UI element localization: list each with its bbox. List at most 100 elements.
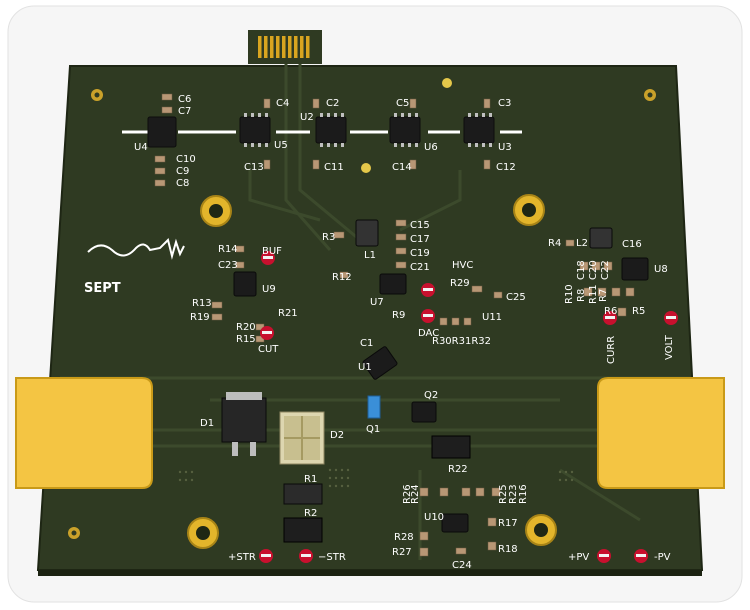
label-dac: DAC <box>418 328 439 339</box>
ref-c20: C20 <box>588 260 599 280</box>
ref-d2: D2 <box>330 430 344 441</box>
ref-r7: R7 <box>598 289 609 302</box>
ref-c11: C11 <box>324 162 344 173</box>
ic-row <box>147 116 495 148</box>
ref-r2: R2 <box>304 508 317 519</box>
ref-r30-r31-r32: R30R31R32 <box>432 336 491 347</box>
label-volt: VOLT <box>664 334 675 360</box>
ref-c9: C9 <box>176 166 189 177</box>
mounting-holes <box>187 194 557 549</box>
ref-c3: C3 <box>498 98 511 109</box>
ref-u1: U1 <box>358 362 372 373</box>
ref-c22: C22 <box>600 260 611 280</box>
ref-c17: C17 <box>410 234 430 245</box>
ref-r22: R22 <box>448 464 468 475</box>
edge-connector <box>248 30 322 64</box>
ref-c19: C19 <box>410 248 430 259</box>
ref-r11: R11 <box>588 284 599 304</box>
ref-u2: U2 <box>300 112 314 123</box>
ref-c6: C6 <box>178 94 191 105</box>
ref-r13: R13 <box>192 298 212 309</box>
ref-l2: L2 <box>576 238 588 249</box>
ref-u7: U7 <box>370 297 384 308</box>
ref-r9: R9 <box>392 310 405 321</box>
ref-u5: U5 <box>274 140 288 151</box>
label-pv-pos: +PV <box>568 552 589 563</box>
ref-u8: U8 <box>654 264 668 275</box>
terminal-pads <box>15 377 725 489</box>
power-components <box>221 392 471 543</box>
ref-r15: R15 <box>236 334 256 345</box>
ref-r19: R19 <box>190 312 210 323</box>
ref-q2: Q2 <box>424 390 438 401</box>
ref-r26: R26 <box>402 484 413 504</box>
ref-r27: R27 <box>392 547 412 558</box>
ref-c18: C18 <box>576 260 587 280</box>
ic-pins <box>244 113 492 147</box>
ref-r12: R12 <box>332 272 352 283</box>
mid-ics <box>233 219 649 533</box>
ref-u6: U6 <box>424 142 438 153</box>
ref-u11: U11 <box>482 312 502 323</box>
ref-r24: R24 <box>410 484 421 504</box>
ref-r28: R28 <box>394 532 414 543</box>
ref-r5: R5 <box>632 306 645 317</box>
label-hvc: HVC <box>452 260 473 271</box>
ref-r8: R8 <box>576 289 587 302</box>
test-point-markers <box>259 251 678 563</box>
logo-text: SEPT <box>84 281 121 296</box>
ref-c24: C24 <box>452 560 472 571</box>
ref-q1: Q1 <box>366 424 380 435</box>
label-str-pos: +STR <box>228 552 256 563</box>
ref-c4: C4 <box>276 98 289 109</box>
ref-u3: U3 <box>498 142 512 153</box>
ref-r6: R6 <box>604 306 617 317</box>
label-curr: CURR <box>606 336 617 364</box>
ref-r25: R25 <box>498 484 509 504</box>
ref-c21: C21 <box>410 262 430 273</box>
ref-r1: R1 <box>304 474 317 485</box>
label-str-neg: −STR <box>318 552 346 563</box>
sept-logo: SEPT <box>84 238 185 296</box>
ref-c12: C12 <box>496 162 516 173</box>
ref-r4: R4 <box>548 238 561 249</box>
ref-c23: C23 <box>218 260 238 271</box>
ref-c7: C7 <box>178 106 191 117</box>
ref-r14: R14 <box>218 244 238 255</box>
designator-labels: U4 U5 U2 U6 U3 U1 U7 U8 U9 U10 U11 C6 C7… <box>134 94 668 571</box>
ref-c8: C8 <box>176 178 189 189</box>
label-pv-neg: -PV <box>654 552 671 563</box>
label-buf: BUF <box>262 246 282 257</box>
ref-l1: L1 <box>364 250 376 261</box>
ref-u10: U10 <box>424 512 444 523</box>
ref-r16: R16 <box>518 484 529 504</box>
ref-c1: C1 <box>360 338 373 349</box>
ref-r17: R17 <box>498 518 518 529</box>
ref-r18: R18 <box>498 544 518 555</box>
ref-c25: C25 <box>506 292 526 303</box>
passives <box>154 93 635 557</box>
test-point-labels: BUF CUT HVC DAC CURR VOLT +STR −STR +PV … <box>228 246 675 563</box>
ref-c13: C13 <box>244 162 264 173</box>
label-cut: CUT <box>258 344 279 355</box>
via-field <box>178 468 574 488</box>
corner-vias <box>68 78 656 539</box>
ref-c10: C10 <box>176 154 196 165</box>
ref-d1: D1 <box>200 418 214 429</box>
board-edge <box>38 570 702 576</box>
ref-c5: C5 <box>396 98 409 109</box>
ref-c16: C16 <box>622 239 642 250</box>
ref-r3: R3 <box>322 232 335 243</box>
ref-u9: U9 <box>262 284 276 295</box>
ref-c2: C2 <box>326 98 339 109</box>
ref-c15: C15 <box>410 220 430 231</box>
ref-c14: C14 <box>392 162 412 173</box>
ref-r20: R20 <box>236 322 256 333</box>
ref-r21: R21 <box>278 308 298 319</box>
ref-r23: R23 <box>508 484 519 504</box>
ref-r29: R29 <box>450 278 470 289</box>
ref-u4: U4 <box>134 142 148 153</box>
ref-r10: R10 <box>564 284 575 304</box>
